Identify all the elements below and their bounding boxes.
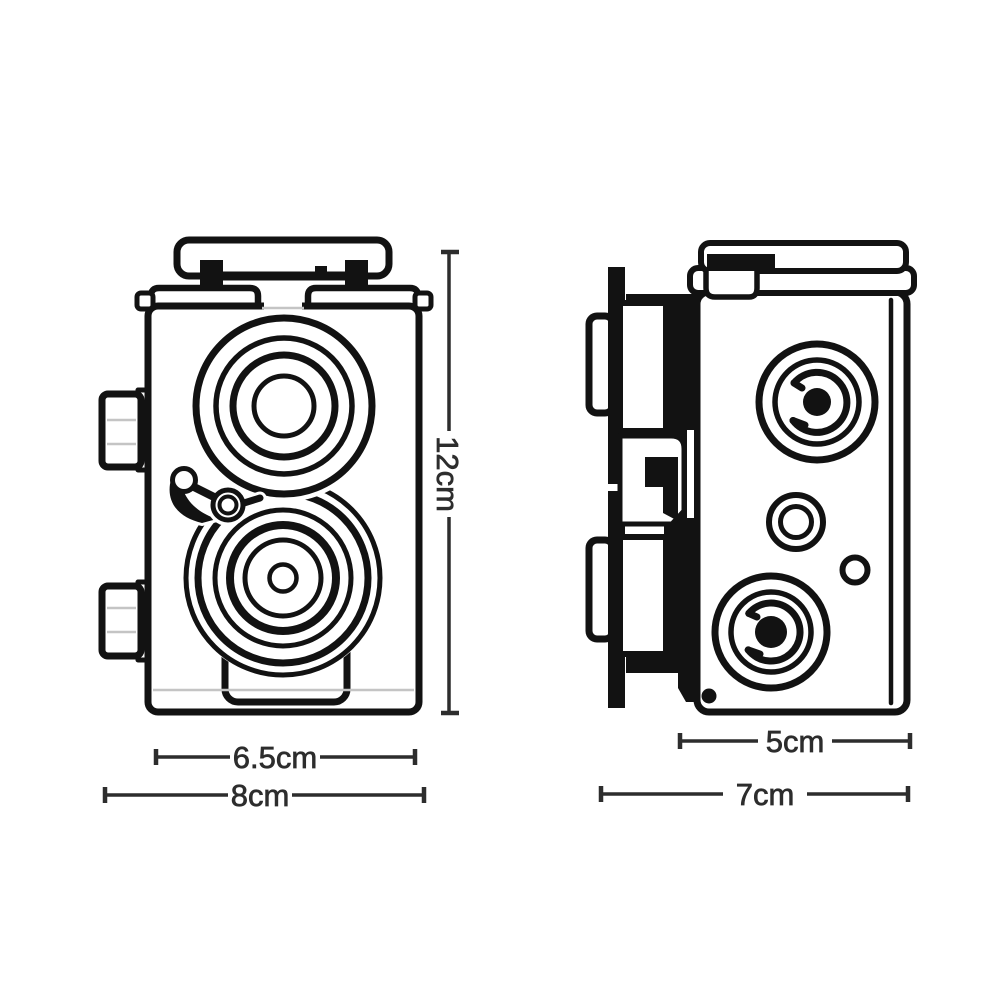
dimension-front-lens-width: 6.5cm (153, 739, 418, 775)
film-crank (166, 462, 267, 526)
side-small-dot (701, 688, 717, 704)
side-view (585, 240, 917, 716)
dimension-side-body-depth: 5cm (677, 723, 913, 759)
hood-tab-left (200, 260, 223, 287)
label-front-height: 12cm (430, 436, 465, 512)
side-ring-middle (766, 492, 826, 552)
side-body (693, 288, 911, 716)
hood-tab-right (345, 260, 368, 287)
front-nub-right (412, 290, 434, 312)
side-knob-upper (755, 340, 879, 464)
label-side-body-depth: 5cm (766, 724, 825, 759)
side-small-circle (839, 554, 871, 586)
dimension-side-total-depth: 7cm (598, 776, 911, 812)
front-knob-upper (98, 390, 145, 471)
side-shaded-plate (626, 294, 700, 702)
label-side-total-depth: 7cm (736, 777, 795, 812)
front-knob-lower (98, 582, 145, 660)
label-front-lens-width: 6.5cm (233, 740, 317, 775)
viewing-lens (188, 310, 380, 502)
label-front-body-width: 8cm (231, 778, 290, 813)
front-nub-left (134, 290, 156, 312)
side-knob-lower (711, 572, 831, 692)
side-barrel-lower (617, 534, 669, 657)
dimension-front-body-width: 8cm (102, 777, 427, 813)
dimension-front-height: 12cm (430, 249, 465, 716)
side-barrel-upper (617, 300, 669, 434)
side-viewfinder-tab (703, 268, 760, 300)
front-view (98, 236, 434, 716)
